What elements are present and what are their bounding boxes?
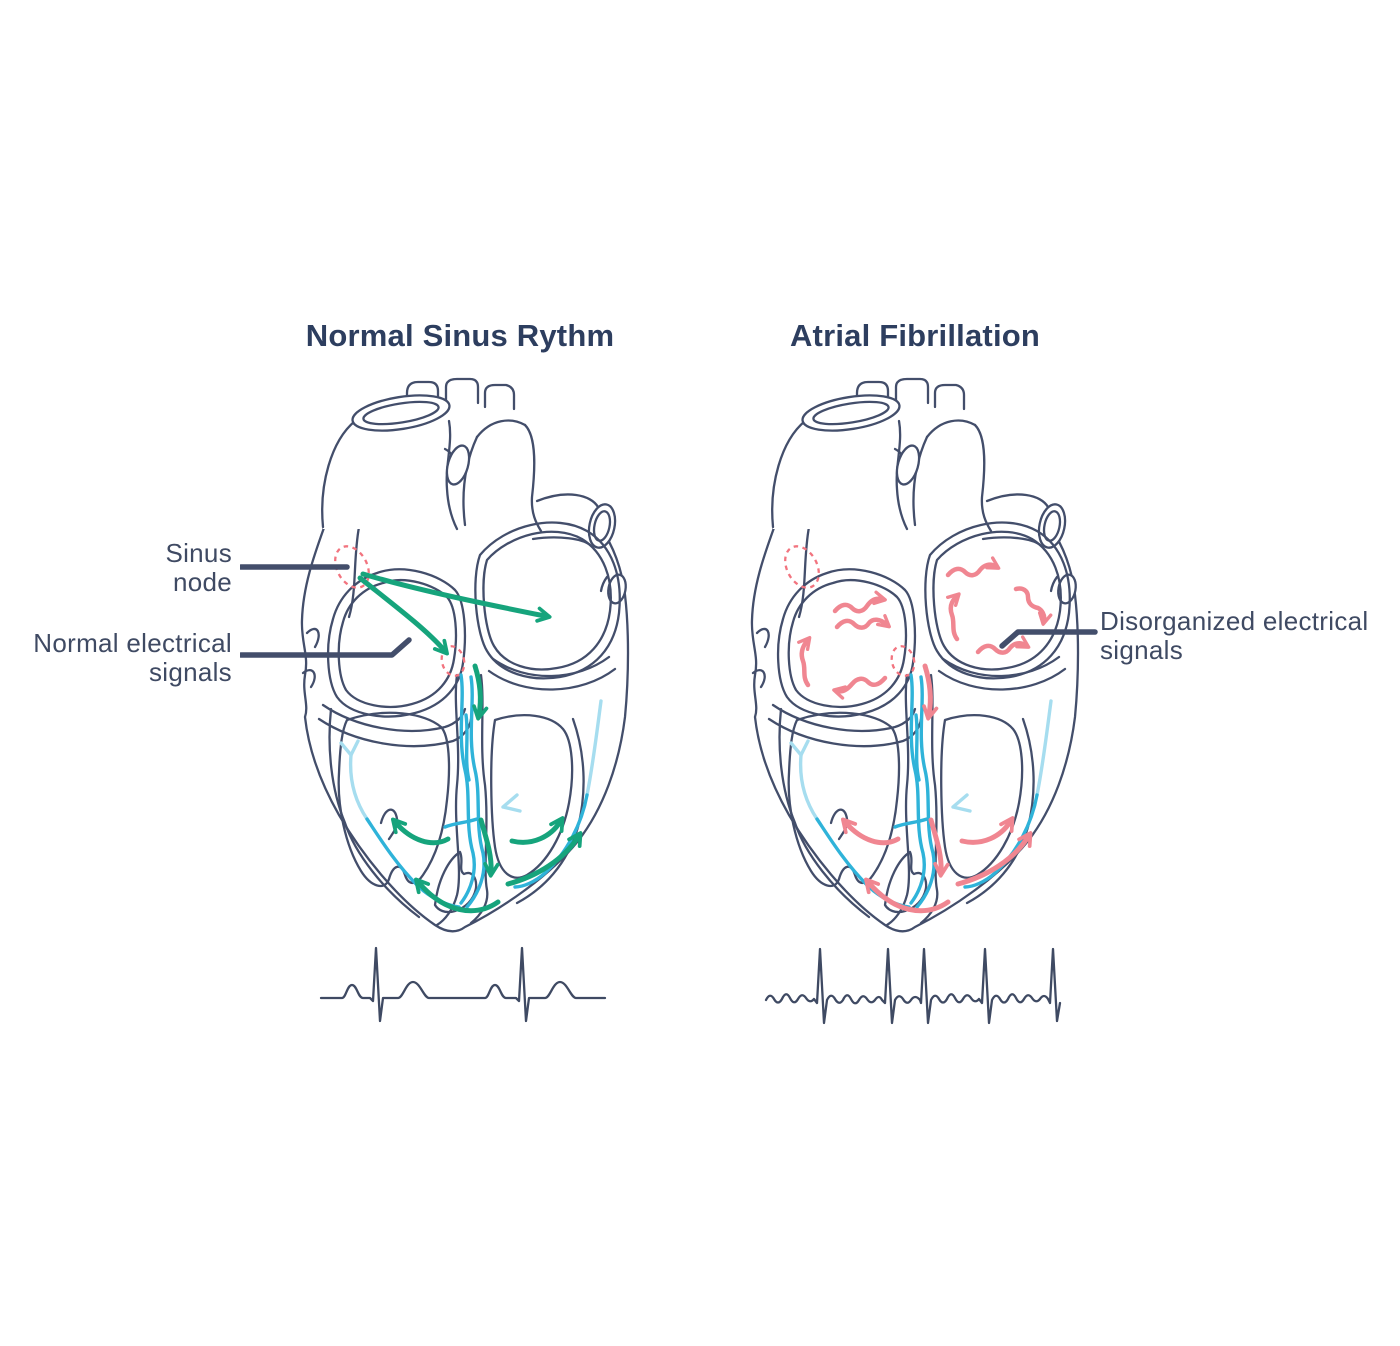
ecg-afib-trace bbox=[764, 947, 1062, 1025]
ecg-normal-trace bbox=[319, 946, 607, 1023]
normal-signals-label-line2: signals bbox=[148, 657, 232, 687]
heart-normal-illustration bbox=[300, 377, 630, 933]
afib-signal-arrows bbox=[797, 556, 1053, 914]
disorganized-atrial-arrows bbox=[797, 556, 1053, 700]
disorganized-signals-label: Disorganized electrical signals bbox=[1100, 607, 1400, 665]
panel-title-normal: Normal Sinus Rythm bbox=[305, 318, 615, 353]
normal-signal-arrows bbox=[357, 571, 583, 914]
sinus-node-label-line2: node bbox=[172, 567, 232, 597]
disorganized-signals-connector-line bbox=[999, 629, 1098, 649]
sinus-node-label: Sinus node bbox=[40, 539, 232, 597]
sinus-node-connector-line bbox=[240, 564, 350, 570]
normal-signals-label: Normal electrical signals bbox=[0, 629, 232, 687]
normal-signals-label-line1: Normal electrical bbox=[33, 628, 232, 658]
sinus-node-label-line1: Sinus bbox=[165, 538, 232, 568]
disorganized-signals-label-line2: signals bbox=[1100, 635, 1184, 665]
heart-afib-illustration bbox=[750, 377, 1080, 933]
normal-signals-connector-line bbox=[240, 637, 412, 658]
disorganized-signals-label-line1: Disorganized electrical bbox=[1100, 606, 1369, 636]
panel-title-afib: Atrial Fibrillation bbox=[789, 318, 1041, 353]
